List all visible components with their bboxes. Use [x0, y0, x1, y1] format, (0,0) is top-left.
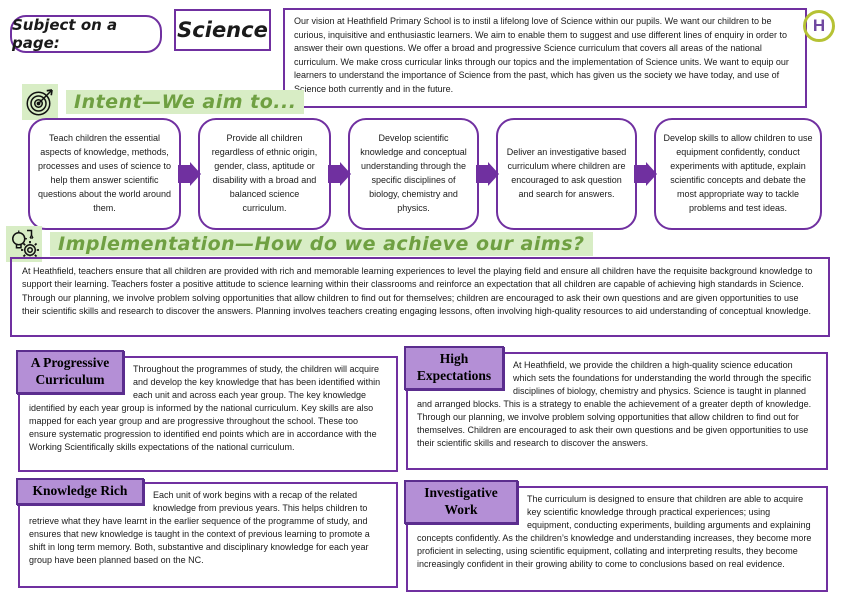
target-icon [22, 84, 58, 120]
subject-on-a-page-label: Subject on a page: [10, 15, 162, 53]
section-progressive-curriculum-text: Throughout the programmes of study, the … [29, 364, 381, 453]
section-investigative-work-label: Investigative Work [404, 480, 518, 524]
school-logo: H [803, 10, 835, 42]
section-investigative-work: Investigative Work The curriculum is des… [404, 480, 828, 592]
subject-name-text: Science [177, 18, 268, 42]
aim-box-2: Provide all children regardless of ethni… [198, 118, 331, 230]
intent-heading-row: Intent—We aim to... [22, 84, 305, 120]
aim-box-3: Develop scientific knowledge and concept… [348, 118, 479, 230]
implementation-overview: At Heathfield, teachers ensure that all … [10, 257, 830, 337]
vision-statement: Our vision at Heathfield Primary School … [283, 8, 807, 108]
intent-aims-row: Teach children the essential aspects of … [28, 118, 822, 230]
aim-1-text: Teach children the essential aspects of … [37, 133, 172, 213]
implementation-heading: Implementation—How do we achieve our aim… [50, 232, 593, 256]
section-high-expectations: High Expectations At Heathfield, we prov… [404, 346, 828, 470]
aim-box-4: Deliver an investigative based curriculu… [496, 118, 637, 230]
school-logo-letter: H [812, 16, 826, 35]
section-investigative-work-text: The curriculum is designed to ensure tha… [417, 494, 812, 570]
vision-text: Our vision at Heathfield Primary School … [294, 16, 789, 94]
section-knowledge-rich: Knowledge Rich Each unit of work begins … [16, 478, 398, 588]
aim-box-1: Teach children the essential aspects of … [28, 118, 181, 230]
subject-label-text: Subject on a page: [12, 16, 118, 52]
lightbulb-gear-icon [6, 226, 42, 262]
section-knowledge-rich-label: Knowledge Rich [16, 478, 144, 505]
intent-heading: Intent—We aim to... [66, 90, 305, 114]
arrow-right-icon [476, 162, 499, 186]
section-progressive-curriculum-label: A Progressive Curriculum [16, 350, 124, 394]
implementation-heading-row: Implementation—How do we achieve our aim… [6, 226, 593, 262]
aim-2-text: Provide all children regardless of ethni… [211, 133, 318, 213]
section-high-expectations-text: At Heathfield, we provide the children a… [417, 360, 812, 449]
section-high-expectations-label: High Expectations [404, 346, 504, 390]
arrow-right-icon [328, 162, 351, 186]
section-progressive-curriculum: A Progressive Curriculum Throughout the … [16, 350, 398, 472]
aim-5-text: Develop skills to allow children to use … [663, 133, 813, 213]
aim-4-text: Deliver an investigative based curriculu… [506, 147, 627, 199]
arrow-right-icon [634, 162, 657, 186]
aim-3-text: Develop scientific knowledge and concept… [360, 133, 467, 213]
implementation-overview-text: At Heathfield, teachers ensure that all … [22, 266, 813, 316]
arrow-right-icon [178, 162, 201, 186]
section-knowledge-rich-text: Each unit of work begins with a recap of… [29, 490, 370, 566]
subject-name-box: Science [174, 9, 271, 51]
aim-box-5: Develop skills to allow children to use … [654, 118, 822, 230]
